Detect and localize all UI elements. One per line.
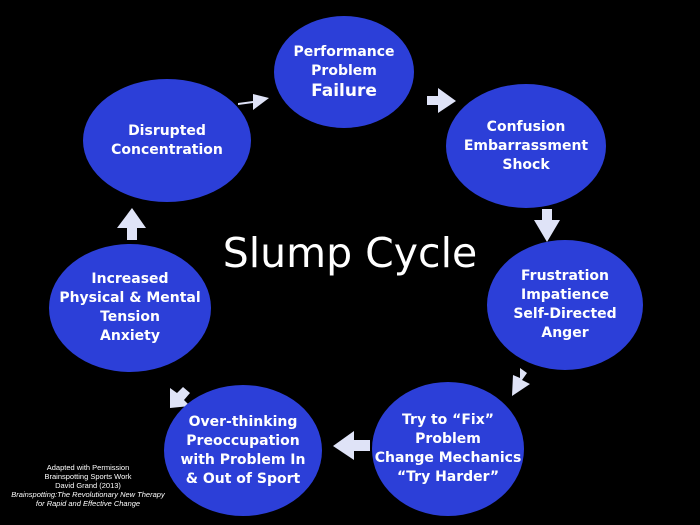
node-line: Failure [311,80,377,101]
node-try-to-fix: Try to “Fix” Problem Change Mechanics “T… [372,382,524,516]
credit-line: for Rapid and Effective Change [35,499,141,508]
node-line: Increased [91,271,169,287]
node-frustration: Frustration Impatience Self-Directed Ang… [487,240,643,370]
node-over-thinking: Over-thinking Preoccupation with Problem… [164,385,322,516]
credit-line: Brainspotting:The Revolutionary New Ther… [11,490,165,499]
arrow-overthinking-to-increased [170,387,190,408]
credit-line: David Grand (2013) [55,481,121,490]
arrow-frustration-to-try [512,368,530,396]
credit-line: Adapted with Permission [46,463,130,472]
node-line: Impatience [520,287,609,303]
node-line: Performance [293,43,395,60]
node-confusion: Confusion Embarrassment Shock [446,84,606,208]
node-line: Over-thinking [188,413,298,430]
node-line: Self-Directed [513,306,617,322]
node-line: Shock [502,156,550,173]
node-line: Embarrassment [463,137,589,154]
node-line: Physical & Mental [59,290,201,306]
node-line: Anger [541,325,589,341]
node-line: Confusion [486,118,566,135]
node-line: Preoccupation [186,432,300,449]
arrow-performance-to-confusion [427,88,456,113]
node-line: “Try Harder” [396,469,500,485]
node-line: Disrupted [128,122,206,139]
node-line: Concentration [111,141,223,158]
credit-line: Brainspotting Sports Work [44,472,132,481]
arrow-confusion-to-frustration [534,209,560,242]
attribution-note: Adapted with Permission Brainspotting Sp… [10,463,166,508]
arrow-try-to-overthinking [333,431,370,460]
node-line: Tension [100,309,160,325]
node-line: Try to “Fix” [402,412,494,428]
node-line: Frustration [521,268,609,284]
node-line: Problem [311,62,377,79]
node-increased-tension: Increased Physical & Mental Tension Anxi… [49,244,211,372]
diagram-title: Slump Cycle [222,229,478,277]
arrow-increased-to-disrupted [117,208,146,240]
node-line: Anxiety [100,328,160,344]
node-disrupted-concentration: Disrupted Concentration [83,79,251,202]
node-line: & Out of Sport [185,470,301,487]
node-line: Problem [415,431,481,447]
node-performance-problem: Performance Problem Failure [274,16,414,128]
node-line: Change Mechanics [374,450,522,466]
node-line: with Problem In [180,451,306,468]
arrow-disrupted-to-performance [238,94,269,110]
